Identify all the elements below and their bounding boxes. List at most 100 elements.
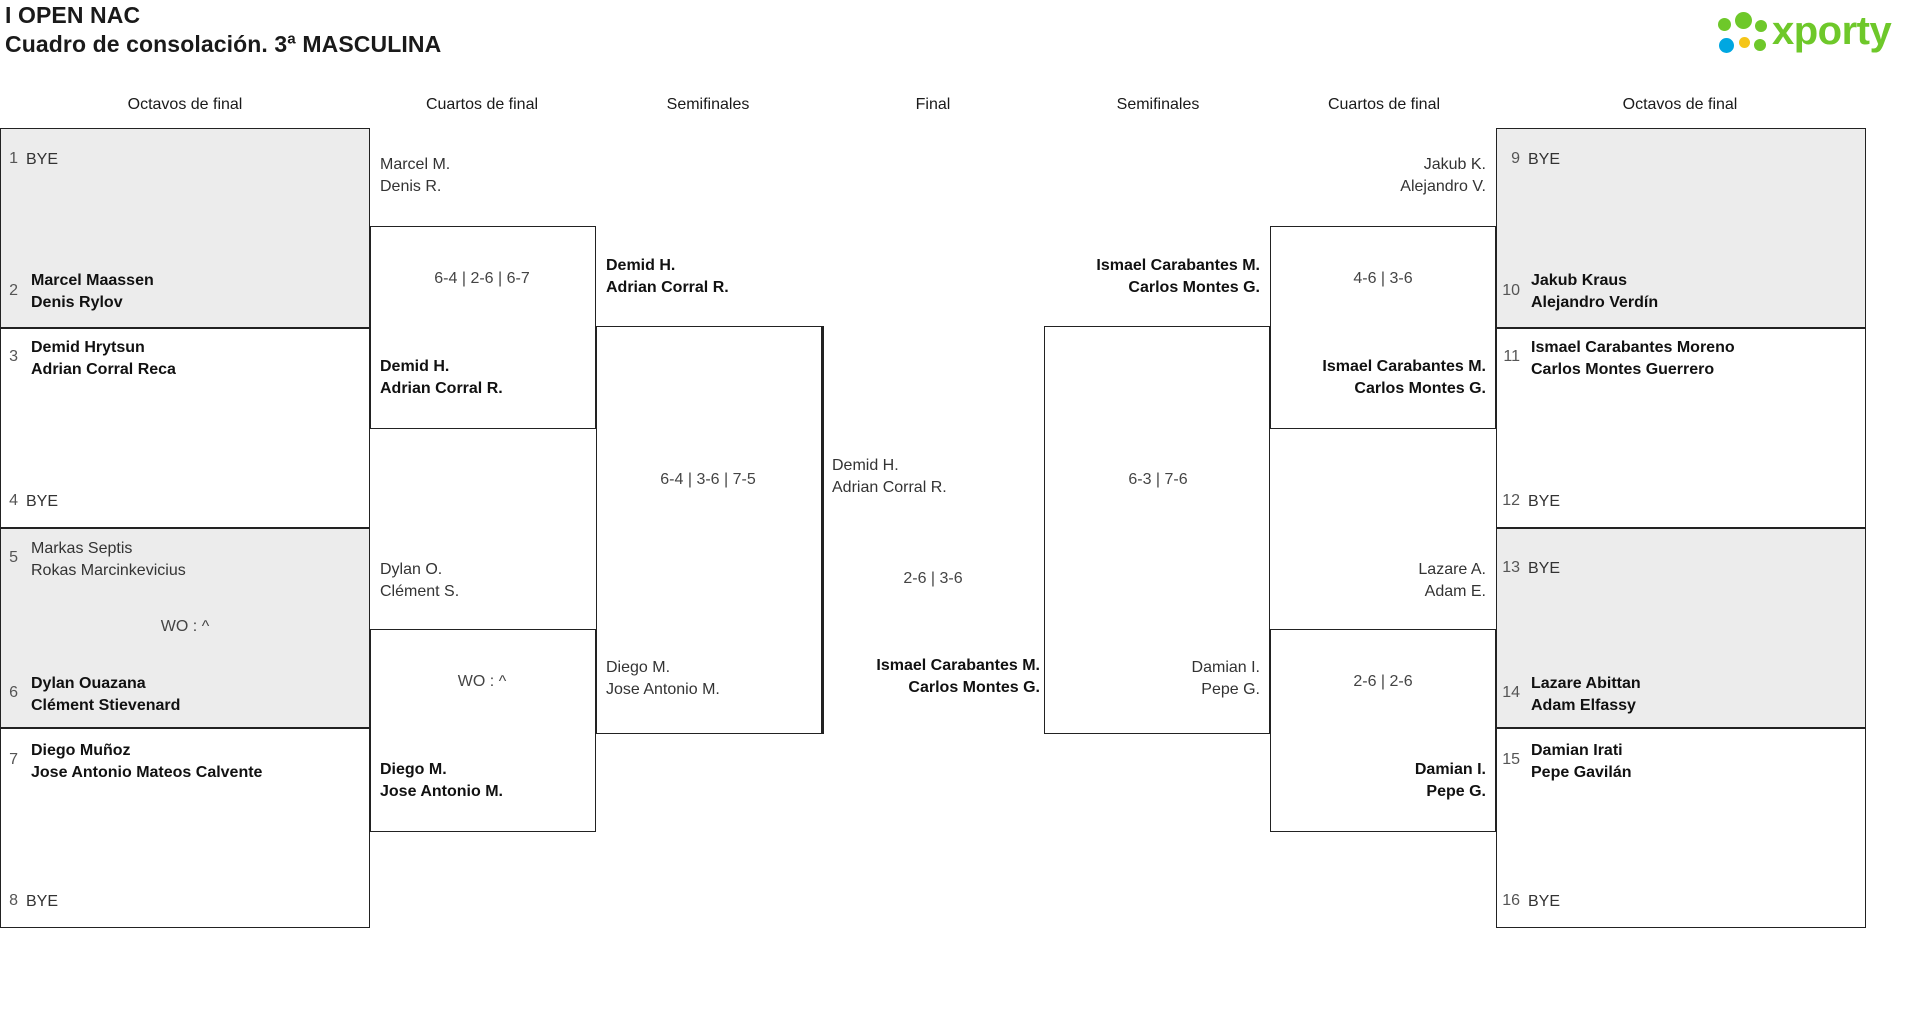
match-box-left-oct-2[interactable] — [0, 328, 370, 528]
player-line-1: Damian I. — [1191, 659, 1260, 676]
match-box-right-qf-1[interactable] — [1270, 226, 1496, 429]
match-box-left-qf-1[interactable] — [370, 226, 596, 429]
tournament-title: I OPEN NAC — [5, 2, 141, 28]
match-score: 2-6 | 3-6 — [903, 570, 963, 587]
player-line-1: Diego Muñoz — [31, 742, 131, 759]
round-label-left-octavos: Octavos de final — [127, 96, 243, 113]
match-box-right-oct-4[interactable] — [1496, 728, 1866, 928]
xporty-logo[interactable]: xporty — [1718, 6, 1914, 56]
player-line-2: Adrian Corral R. — [380, 380, 503, 397]
player-line-1: Ismael Carabantes M. — [1096, 257, 1260, 274]
match-score: 4-6 | 3-6 — [1353, 270, 1413, 287]
match-score: 6-4 | 2-6 | 6-7 — [434, 270, 530, 287]
match-box-right-oct-3[interactable] — [1496, 528, 1866, 728]
match-box-left-oct-3[interactable] — [0, 528, 370, 728]
seed-number: 2 — [9, 282, 18, 299]
player-line-2: Adam Elfassy — [1531, 697, 1636, 714]
player-line-1: BYE — [26, 493, 59, 510]
player-line-2: Alejandro V. — [1400, 178, 1486, 195]
player-line-1: BYE — [1528, 560, 1561, 577]
player-line-1: Lazare A. — [1418, 561, 1486, 578]
match-score: 2-6 | 2-6 — [1353, 673, 1413, 690]
match-box-left-oct-1[interactable] — [0, 128, 370, 328]
player-line-1: Lazare Abittan — [1531, 675, 1641, 692]
player-line-1: BYE — [1528, 893, 1561, 910]
round-label-right-cuartos: Cuartos de final — [1327, 96, 1441, 113]
seed-number: 6 — [9, 684, 18, 701]
match-box-left-qf-2[interactable] — [370, 629, 596, 832]
round-label-left-semis: Semifinales — [666, 96, 750, 113]
match-box-left-oct-4[interactable] — [0, 728, 370, 928]
round-label-right-semis: Semifinales — [1116, 96, 1200, 113]
player-line-2: Rokas Marcinkevicius — [31, 562, 186, 579]
match-box-right-sf[interactable] — [1044, 326, 1270, 734]
round-label-left-cuartos: Cuartos de final — [425, 96, 539, 113]
player-line-1: Diego M. — [380, 761, 447, 778]
player-line-1: Ismael Carabantes M. — [876, 657, 1040, 674]
round-label-final: Final — [915, 96, 951, 113]
match-score: WO : ^ — [457, 673, 507, 690]
player-line-2: Adam E. — [1424, 583, 1486, 600]
player-line-2: Clément Stievenard — [31, 697, 181, 714]
player-line-1: Dylan Ouazana — [31, 675, 146, 692]
player-line-2: Adrian Corral R. — [606, 279, 729, 296]
player-line-2: Clément S. — [380, 583, 460, 600]
player-line-2: Adrian Corral R. — [832, 479, 947, 496]
player-line-1: Diego M. — [606, 659, 671, 676]
player-line-1: Dylan O. — [380, 561, 443, 578]
seed-number: 11 — [1503, 348, 1520, 365]
match-box-left-sf[interactable] — [596, 326, 822, 734]
seed-number: 5 — [9, 549, 18, 566]
player-line-2: Adrian Corral Reca — [31, 361, 176, 378]
player-line-1: Jakub Kraus — [1531, 272, 1628, 289]
player-line-1: Damian Irati — [1531, 742, 1623, 759]
player-line-2: Carlos Montes G. — [1354, 380, 1486, 397]
player-line-1: Jakub K. — [1423, 156, 1486, 173]
player-line-2: Pepe G. — [1426, 783, 1486, 800]
player-line-2: Denis Rylov — [31, 294, 123, 311]
player-line-1: Ismael Carabantes M. — [1322, 358, 1486, 375]
player-line-2: Denis R. — [380, 178, 442, 195]
seed-number: 16 — [1502, 892, 1520, 909]
player-line-2: Jose Antonio M. — [606, 681, 720, 698]
match-score: WO : ^ — [160, 618, 210, 635]
match-score: 6-3 | 7-6 — [1128, 471, 1188, 488]
player-line-2: Alejandro Verdín — [1531, 294, 1659, 311]
player-line-1: Marcel Maassen — [31, 272, 154, 289]
match-score: 6-4 | 3-6 | 7-5 — [660, 471, 756, 488]
logo-dots-icon — [1718, 12, 1770, 54]
player-line-2: Carlos Montes G. — [1128, 279, 1260, 296]
logo-wordmark: xporty — [1772, 9, 1892, 53]
player-line-1: BYE — [1528, 151, 1561, 168]
seed-number: 3 — [9, 348, 18, 365]
seed-number: 10 — [1502, 282, 1520, 299]
seed-number: 1 — [9, 150, 18, 167]
player-line-1: Demid H. — [606, 257, 676, 274]
player-line-2: Pepe G. — [1201, 681, 1260, 698]
player-line-2: Carlos Montes Guerrero — [1531, 361, 1715, 378]
player-line-1: Damian I. — [1414, 761, 1486, 778]
seed-number: 15 — [1502, 751, 1520, 768]
player-line-2: Carlos Montes G. — [908, 679, 1040, 696]
seed-number: 8 — [9, 892, 18, 909]
seed-number: 9 — [1511, 150, 1520, 167]
seed-number: 7 — [9, 751, 18, 768]
player-line-2: Jose Antonio M. — [380, 783, 503, 800]
seed-number: 12 — [1502, 492, 1520, 509]
match-box-right-oct-1[interactable] — [1496, 128, 1866, 328]
player-line-1: Demid H. — [832, 457, 899, 474]
match-box-right-oct-2[interactable] — [1496, 328, 1866, 528]
player-line-2: Pepe Gavilán — [1531, 764, 1632, 781]
seed-number: 4 — [9, 492, 18, 509]
bracket-subtitle: Cuadro de consolación. 3ª MASCULINA — [5, 31, 442, 57]
round-label-right-octavos: Octavos de final — [1622, 96, 1738, 113]
player-line-1: BYE — [26, 151, 59, 168]
final-divider — [822, 326, 824, 734]
match-box-right-qf-2[interactable] — [1270, 629, 1496, 832]
player-line-1: Demid Hrytsun — [31, 339, 145, 356]
player-line-1: Demid H. — [380, 358, 450, 375]
player-line-1: BYE — [1528, 493, 1561, 510]
player-line-2: Jose Antonio Mateos Calvente — [31, 764, 263, 781]
player-line-1: Markas Septis — [31, 540, 133, 557]
